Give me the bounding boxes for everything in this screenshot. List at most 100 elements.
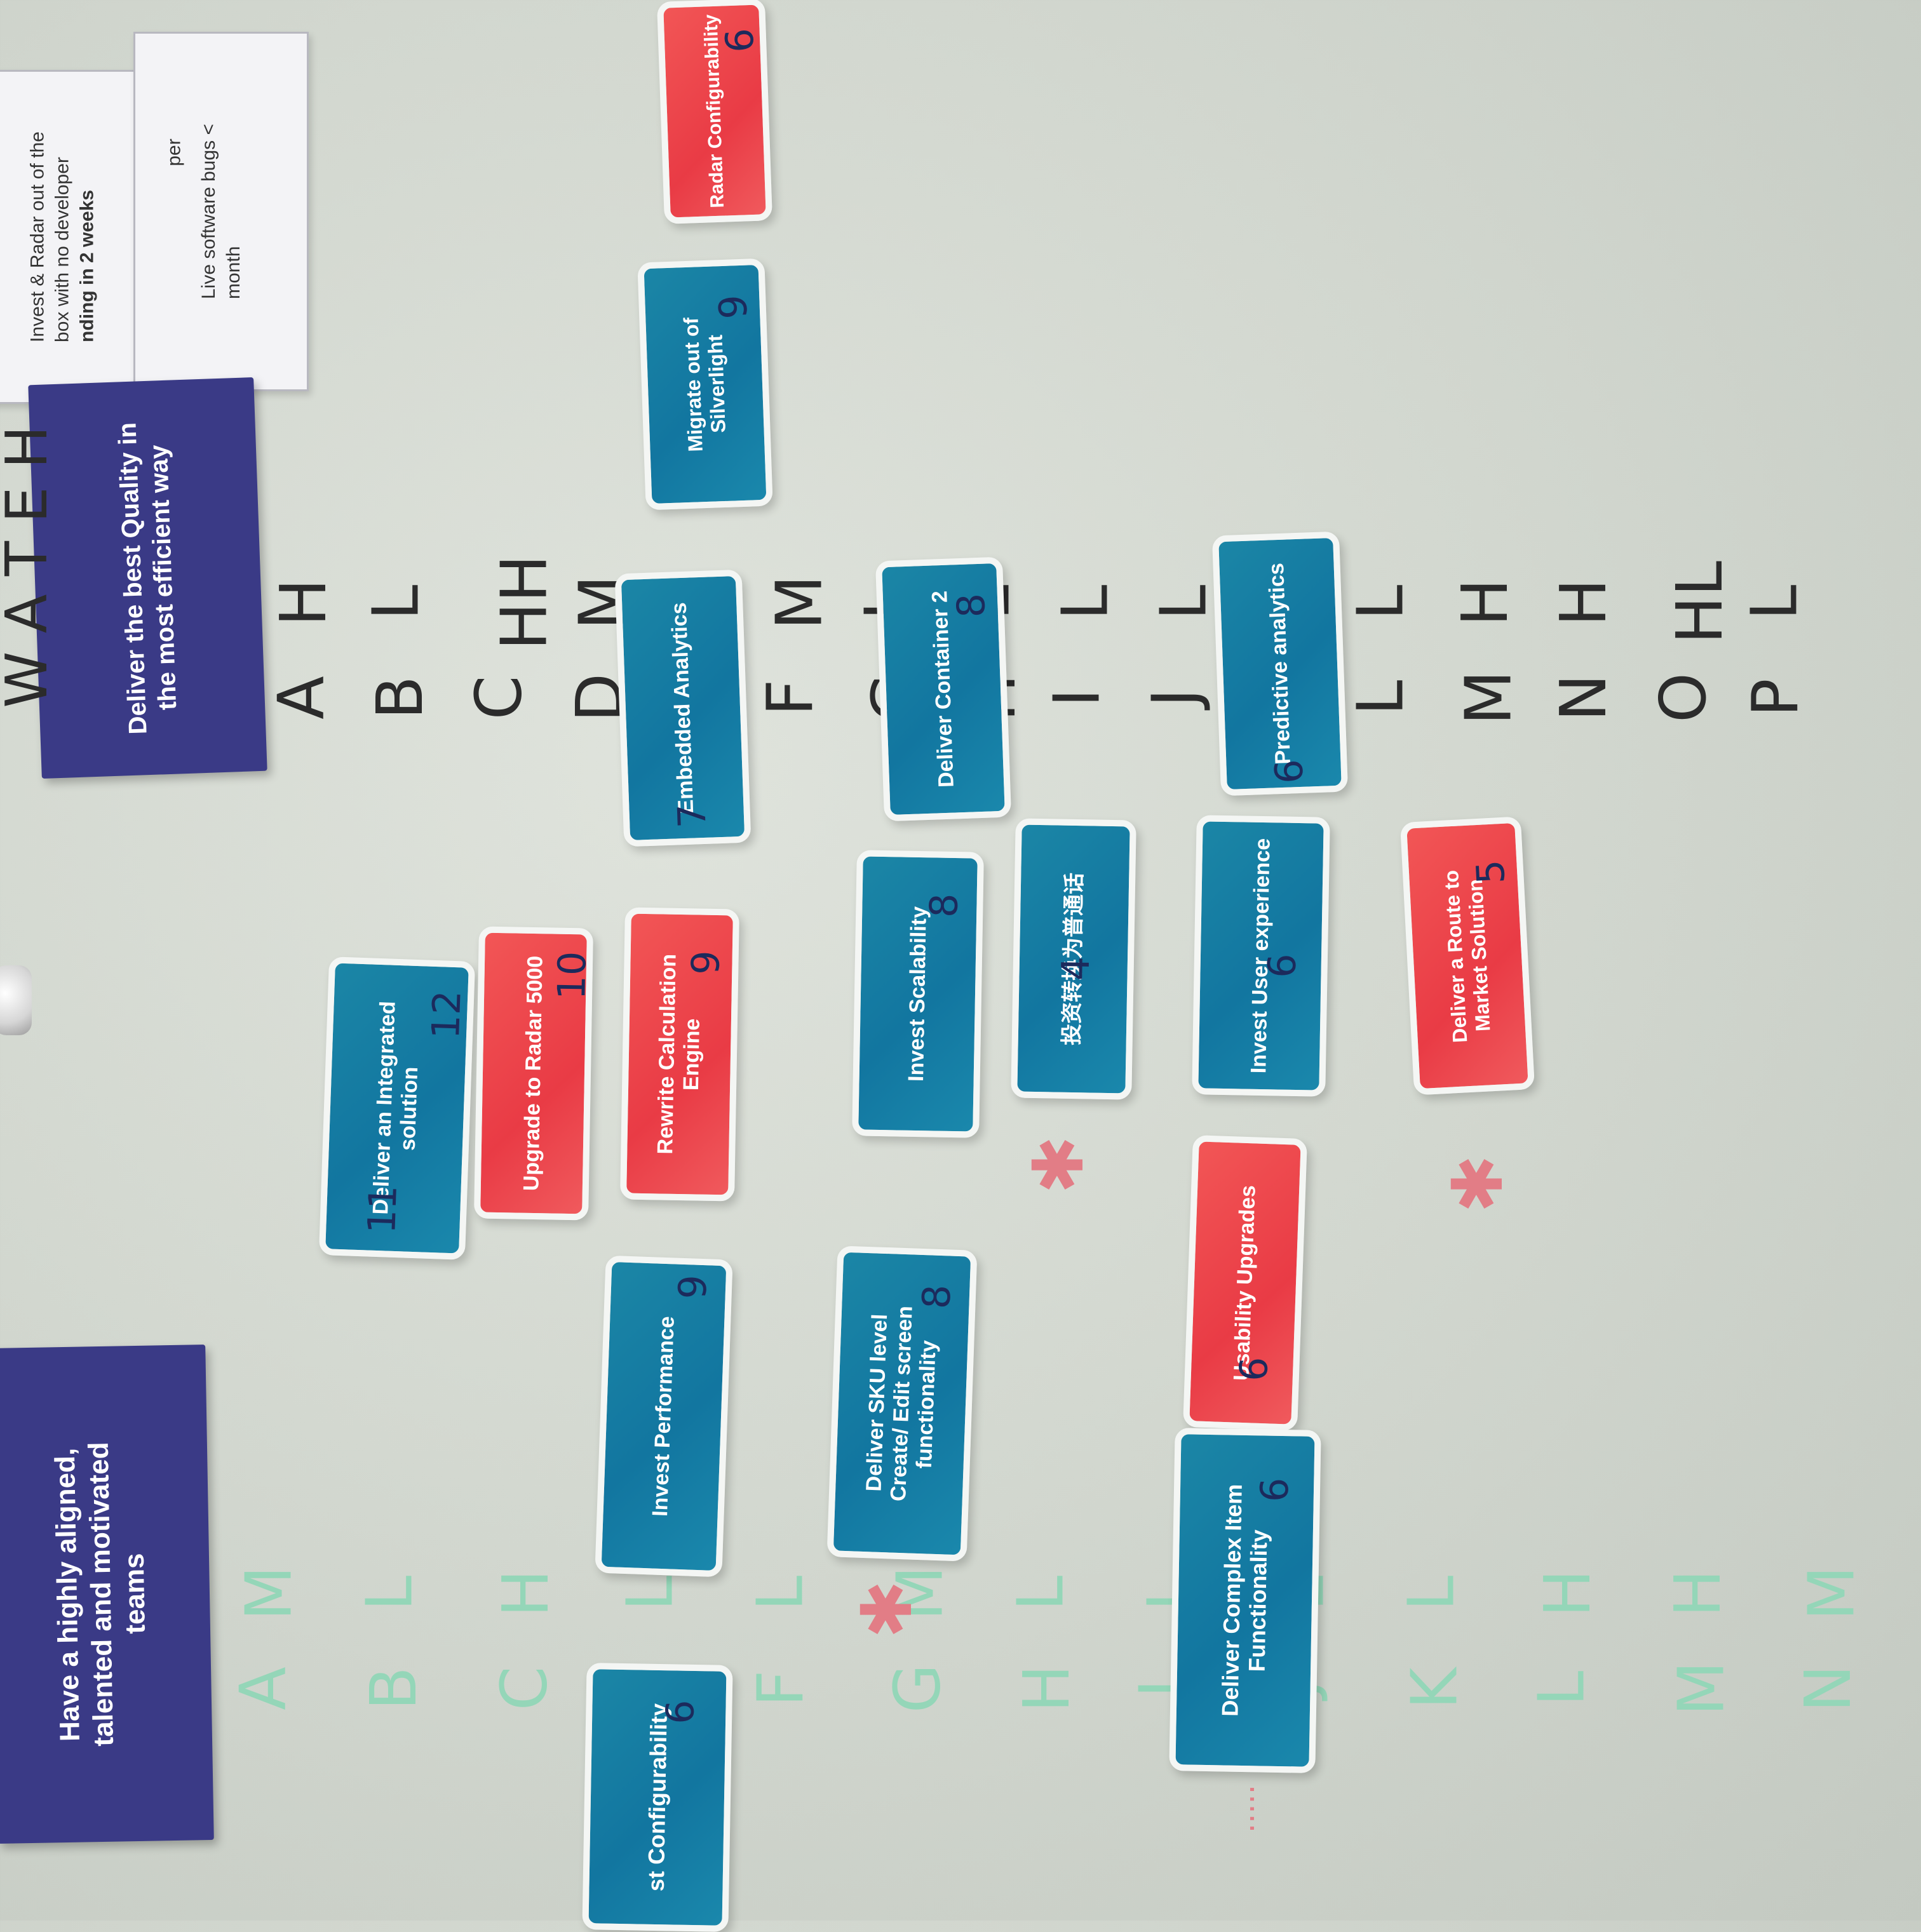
card-score: 6: [1260, 953, 1305, 979]
marker-code-10: L: [1524, 1670, 1599, 1707]
header-fragment: W A T E H: [0, 426, 60, 708]
card-label-line1: Deliver Complex Item: [1217, 1484, 1247, 1717]
marker-code-2: C: [487, 1666, 562, 1711]
card-label: Embedded Analytics: [666, 601, 699, 815]
card-label: Invest Scalability: [904, 906, 931, 1082]
marker-rating-13: H: [1546, 578, 1621, 627]
goal-teams-text: Have a highly aligned, talented and moti…: [49, 1442, 151, 1747]
marker-code-6: H: [1009, 1664, 1084, 1713]
card-score: 9: [684, 950, 729, 976]
marker-code-14: O: [1645, 673, 1720, 723]
marker-code-11: L: [1343, 680, 1418, 716]
note-b-line2: month: [223, 246, 244, 299]
goal-card-quality: Deliver the best Quality in the most eff…: [28, 377, 267, 779]
marker-rating-0: H: [266, 578, 341, 627]
card-score: 9: [711, 294, 757, 320]
marker-rating-12: M: [1794, 1566, 1869, 1621]
card-radar-configurability[interactable]: Radar Configurability 6: [656, 0, 773, 224]
card-upgrade-radar[interactable]: Upgrade to Radar 5000 10: [473, 926, 595, 1221]
marker-rating-5: M: [762, 575, 837, 630]
card-score: 6: [658, 1699, 703, 1725]
card-label: Migrate out of Silverlight: [680, 316, 731, 452]
marker-code-2: C: [461, 675, 536, 720]
card-score: 4: [1053, 956, 1099, 981]
marker-rating-14: HL: [1662, 561, 1737, 644]
card-score-b: 11: [360, 1184, 406, 1235]
card-score: 5: [1468, 858, 1514, 885]
card-score: 7: [670, 803, 715, 829]
marker-rating-11: L: [1343, 584, 1418, 621]
card-label-line2: Functionality: [1244, 1529, 1272, 1672]
card-sku-level[interactable]: Deliver SKU level Create/ Edit screen fu…: [826, 1245, 978, 1562]
card-migrate-silverlight[interactable]: Migrate out of Silverlight 9: [637, 258, 773, 511]
card-predictive-analytics[interactable]: Predictive analytics 6: [1211, 531, 1349, 796]
marker-code-0: A: [264, 676, 339, 720]
marker-code-5: G: [880, 1663, 955, 1714]
card-invest-ux[interactable]: Invest User experience 6: [1192, 815, 1330, 1097]
card-score: 8: [948, 593, 995, 619]
card-score: 12: [424, 989, 470, 1040]
card-score: 8: [922, 893, 967, 918]
card-score: 6: [717, 27, 763, 53]
star-mark-3: ✱: [846, 1580, 928, 1639]
marker-code-11: M: [1664, 1661, 1739, 1716]
card-complex-item[interactable]: Deliver Complex Item Functionality 6: [1169, 1428, 1321, 1773]
paper-note-b-text: Live software bugs < month: [196, 124, 246, 299]
card-label: Deliver Container 2: [927, 590, 959, 788]
card-embedded-analytics[interactable]: Embedded Analytics 7: [614, 569, 752, 847]
card-label: Deliver SKU level Create/ Edit screen fu…: [861, 1305, 943, 1503]
paper-note-a: Invest & Radar out of the box with no de…: [0, 70, 137, 404]
note-a-line3: nding in 2 weeks: [76, 189, 98, 342]
marker-rating-2: H: [489, 1569, 563, 1618]
marker-code-13: N: [1546, 674, 1621, 721]
marker-rating-6: L: [1003, 1575, 1078, 1611]
card-score: 6: [1267, 758, 1312, 784]
marker-rating-2: HH: [487, 554, 562, 650]
card-score: 6: [1252, 1477, 1298, 1503]
star-mark-2: ✱: [1437, 1154, 1519, 1214]
card-integrated-solution[interactable]: Deliver an Integrated solution 12 11: [318, 956, 476, 1260]
marker-code-1: B: [362, 676, 437, 720]
card-usability-upgrades[interactable]: Usability Upgrades 6: [1183, 1134, 1307, 1432]
card-invest-performance[interactable]: Invest Performance 9: [595, 1255, 733, 1578]
card-score: 8: [914, 1284, 960, 1310]
card-label-line2: Silverlight: [703, 334, 730, 434]
marker-code-8: I: [1039, 688, 1114, 708]
card-chinese[interactable]: 投资转换为普通话 4: [1011, 818, 1136, 1100]
marker-rating-3: L: [612, 1575, 687, 1611]
marker-rating-1: L: [352, 1575, 427, 1611]
note-b-line1: Live software bugs <: [198, 124, 219, 299]
note-b-extra: per: [163, 138, 185, 166]
marker-rating-1: L: [358, 584, 433, 621]
card-label: Usability Upgrades: [1229, 1184, 1260, 1381]
marker-code-9: J: [1138, 688, 1213, 708]
marker-code-15: P: [1738, 678, 1813, 717]
marker-code-9: K: [1397, 1667, 1472, 1710]
card-deliver-container[interactable]: Deliver Container 2 8: [875, 556, 1012, 822]
marker-code-4: F: [743, 1670, 818, 1707]
card-label: Predictive analytics: [1264, 562, 1295, 765]
card-label: Upgrade to Radar 5000: [519, 955, 548, 1191]
whiteboard-magnet: [0, 965, 32, 1035]
marker-rating-12: H: [1448, 578, 1523, 627]
card-label: st Configurability: [642, 1703, 672, 1892]
note-a-line1: Invest & Radar out of the: [27, 131, 48, 342]
marker-code-0: A: [226, 1667, 300, 1710]
goal-quality-text: Deliver the best Quality in the most eff…: [112, 422, 182, 735]
marker-rating-10: H: [1530, 1569, 1605, 1618]
star-mark-1: ✱: [1018, 1135, 1100, 1195]
marker-code-12: N: [1790, 1665, 1865, 1712]
card-score: 9: [670, 1274, 716, 1300]
marker-rating-11: H: [1661, 1569, 1736, 1618]
card-route-to-market[interactable]: Deliver a Route to Market Solution 5: [1399, 816, 1535, 1096]
marker-rating-4: L: [743, 1575, 818, 1611]
marker-code-1: B: [356, 1667, 431, 1710]
card-invest-configurability[interactable]: st Configurability 6: [582, 1663, 733, 1932]
card-invest-scalability[interactable]: Invest Scalability 8: [852, 850, 984, 1138]
marker-rating-9: L: [1146, 584, 1221, 621]
card-label: Deliver Complex Item Functionality: [1217, 1484, 1273, 1717]
paper-note-b: Live software bugs < month per: [133, 32, 309, 391]
card-label-line1: Rewrite Calculation: [653, 953, 681, 1155]
card-rewrite-calc[interactable]: Rewrite Calculation Engine 9: [619, 907, 740, 1202]
